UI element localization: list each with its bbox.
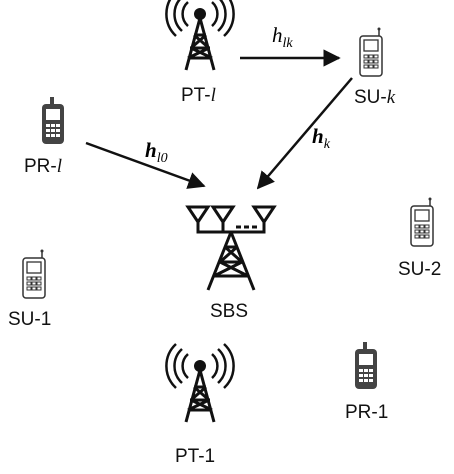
su-2-label: SU-2 (398, 259, 441, 280)
mobile-phone-icon (359, 26, 383, 77)
pt-1-label: PT-1 (175, 446, 215, 467)
mobile-phone-icon (355, 342, 377, 389)
h-k-label: hk (312, 124, 331, 152)
pt-l-label: PT-l (181, 85, 216, 106)
mobile-phone-icon (22, 248, 46, 299)
pr-1-label: PR-1 (345, 402, 388, 423)
su-1-label: SU-1 (8, 309, 51, 330)
arrow-h-l0 (85, 141, 206, 189)
radio-tower-icon (164, 342, 236, 424)
sbs-label: SBS (210, 301, 248, 322)
arrow-h-k (256, 77, 353, 190)
radio-tower-icon (164, 0, 236, 72)
h-l0-label: hl0 (145, 138, 168, 166)
h-lk-label: hlk (272, 23, 293, 51)
base-station-icon (185, 205, 277, 291)
pr-l-label: PR-l (24, 156, 62, 177)
mobile-phone-icon (410, 196, 434, 247)
mobile-phone-icon (42, 97, 64, 144)
su-k-label: SU-k (354, 87, 396, 108)
